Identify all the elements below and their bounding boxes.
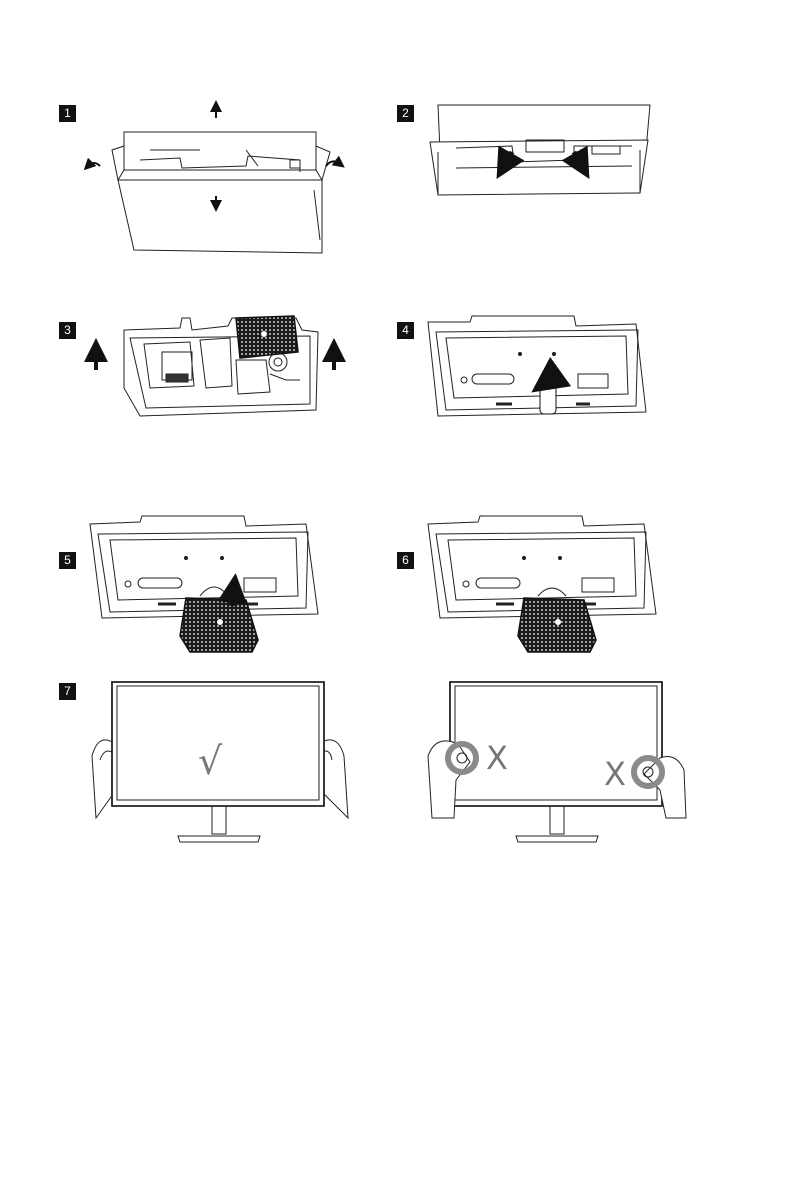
step-2-remove-accessories-illustration [430,105,650,195]
step-7-incorrect-handling-illustration [428,682,686,842]
step-5-attach-base-illustration [90,516,318,652]
wrong-mark-left: X [486,742,508,774]
step-6-base-attached-illustration [428,516,656,652]
wrong-mark-right: X [604,758,626,790]
correct-check-mark: √ [198,742,222,780]
step-3-foam-tray-illustration [96,316,334,416]
step-1-open-box-illustration [88,106,340,253]
step-4-attach-neck-illustration [428,316,646,416]
